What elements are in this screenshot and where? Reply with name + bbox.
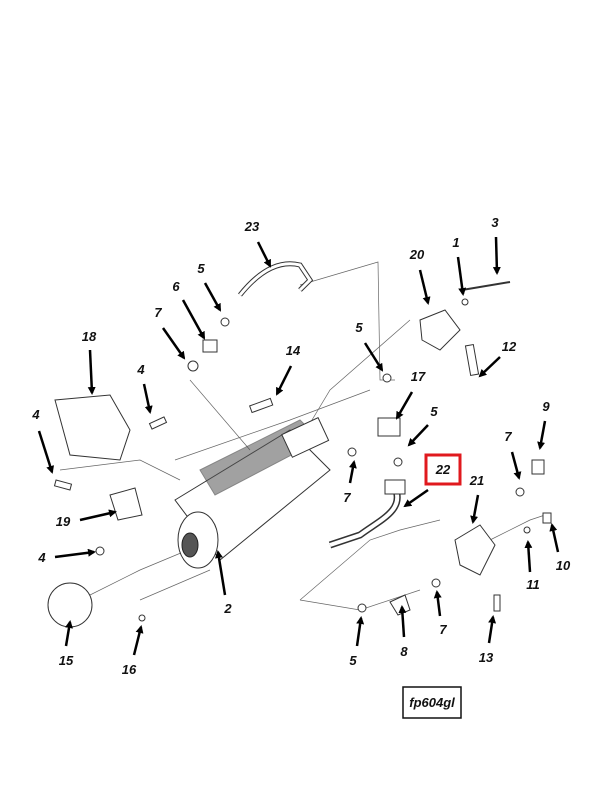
callout-14[interactable]: 14 bbox=[286, 343, 301, 358]
callout-7[interactable]: 7 bbox=[154, 305, 162, 320]
reference-box bbox=[402, 686, 462, 719]
callout-4[interactable]: 4 bbox=[136, 362, 145, 377]
callout-4[interactable]: 4 bbox=[31, 407, 40, 422]
parts bbox=[47, 261, 552, 628]
callout-5[interactable]: 5 bbox=[430, 404, 438, 419]
callout-23[interactable]: 23 bbox=[244, 219, 260, 234]
callout-20[interactable]: 20 bbox=[409, 247, 425, 262]
callout-22[interactable]: 22 bbox=[435, 462, 451, 477]
callout-18[interactable]: 18 bbox=[82, 329, 97, 344]
callout-9[interactable]: 9 bbox=[542, 399, 550, 414]
bracket bbox=[54, 394, 131, 461]
highlight-box bbox=[424, 453, 462, 486]
callout-1[interactable]: 1 bbox=[452, 235, 459, 250]
callout-19[interactable]: 19 bbox=[56, 514, 71, 529]
callout-5[interactable]: 5 bbox=[355, 320, 363, 335]
fuel-injection-pump bbox=[174, 417, 331, 569]
callout-arrows bbox=[37, 236, 560, 656]
callout-4[interactable]: 4 bbox=[37, 550, 46, 565]
callout-21[interactable]: 21 bbox=[469, 473, 484, 488]
solenoid bbox=[419, 309, 461, 351]
tee-fitting bbox=[377, 417, 401, 437]
callout-7[interactable]: 7 bbox=[504, 429, 512, 444]
callout-17[interactable]: 17 bbox=[411, 369, 426, 384]
reference-code: fp604gl bbox=[409, 695, 455, 710]
callout-10[interactable]: 10 bbox=[556, 558, 571, 573]
fuel-pipe bbox=[238, 261, 314, 297]
valve-block bbox=[454, 524, 496, 576]
callout-6[interactable]: 6 bbox=[172, 279, 180, 294]
callout-2[interactable]: 2 bbox=[223, 601, 232, 616]
callout-11[interactable]: 11 bbox=[526, 577, 540, 592]
callout-8[interactable]: 8 bbox=[400, 644, 408, 659]
callout-16[interactable]: 16 bbox=[122, 662, 137, 677]
callout-7[interactable]: 7 bbox=[439, 622, 447, 637]
callout-12[interactable]: 12 bbox=[502, 339, 517, 354]
callout-3[interactable]: 3 bbox=[491, 215, 499, 230]
fitting bbox=[202, 339, 218, 353]
callout-labels: 23 5 6 7 3 1 20 5 12 14 18 4 17 5 9 4 7 … bbox=[31, 215, 571, 677]
elbow-fitting bbox=[389, 594, 411, 616]
callout-5[interactable]: 5 bbox=[349, 653, 357, 668]
callout-7[interactable]: 7 bbox=[343, 490, 351, 505]
plate bbox=[109, 487, 143, 521]
callout-13[interactable]: 13 bbox=[479, 650, 494, 665]
callout-15[interactable]: 15 bbox=[59, 653, 74, 668]
o-ring bbox=[47, 582, 93, 628]
callout-5[interactable]: 5 bbox=[197, 261, 205, 276]
